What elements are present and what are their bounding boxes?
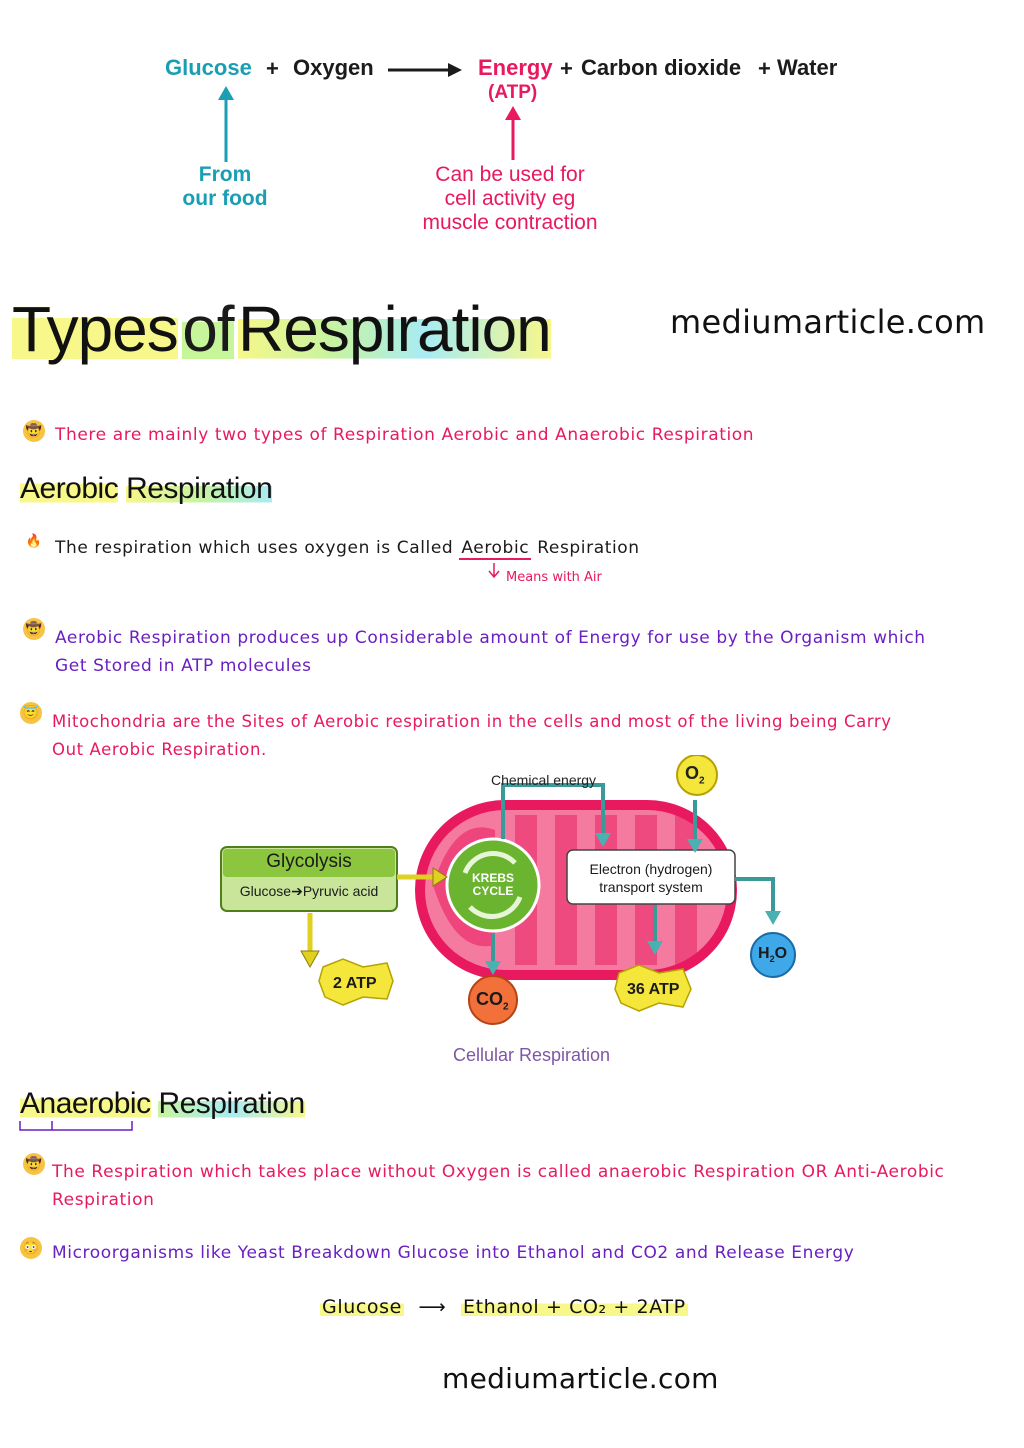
eq-oxygen: Oxygen <box>293 55 374 80</box>
anaerobic-definition-line-2: Respiration <box>52 1190 155 1210</box>
glucose-pyruvic-label: Glucose➔Pyruvic acid <box>223 883 395 900</box>
anaerobic-heading-word-1: Anaerobic <box>20 1087 151 1120</box>
cowboy-emoji-icon-3: 🤠 <box>23 1153 45 1175</box>
krebs-label-line-2: CYCLE <box>472 884 514 898</box>
water-label-h: H <box>758 945 770 962</box>
cowboy-emoji-icon: 🤠 <box>23 420 45 442</box>
aerobic-heading: Aerobic Respiration <box>20 472 273 506</box>
note-arrow-icon <box>488 563 500 579</box>
co2-label-sub: 2 <box>503 1001 509 1013</box>
energy-use-line-2: cell activity eg <box>444 187 576 210</box>
mitochondria-line-1: Mitochondria are the Sites of Aerobic re… <box>52 712 892 731</box>
co2-label-co: CO <box>476 989 503 1009</box>
water-label: H2O <box>758 945 787 964</box>
aerobic-definition: The respiration which uses oxygen is Cal… <box>55 538 640 560</box>
water-label-o: O <box>774 945 788 962</box>
krebs-cycle-label: KREBS CYCLE <box>457 872 529 898</box>
glycolysis-arrow-icon: ➔ <box>291 883 303 899</box>
oxygen-label: O2 <box>685 763 705 787</box>
aerobic-heading-word-1: Aerobic <box>20 472 119 505</box>
diagram-svg <box>220 754 796 1025</box>
energy-use-note: Can be used for cell activity eg muscle … <box>400 163 620 235</box>
aerobic-word-underlined: Aerobic <box>459 538 532 560</box>
etc-label-line-2: transport system <box>599 879 703 895</box>
fire-emoji-icon: 🔥 <box>23 530 45 552</box>
anaerobic-eq-products: Ethanol + CO₂ + 2ATP <box>461 1296 688 1318</box>
aerobic-note: Means with Air <box>506 570 602 585</box>
anaerobic-heading-word-2: Respiration <box>158 1087 305 1120</box>
etc-label: Electron (hydrogen) transport system <box>567 860 735 896</box>
thirty-six-atp-burst <box>614 964 692 1012</box>
energy-use-line-3: muscle contraction <box>422 211 598 234</box>
from-food-line-1: From <box>198 163 252 186</box>
eq-plus-3: + <box>758 56 771 81</box>
eq-atp-label: (ATP) <box>488 82 538 103</box>
anaerobic-definition: The Respiration which takes place withou… <box>52 1158 945 1214</box>
anaerobic-bracket-icon <box>19 1121 133 1131</box>
aerobic-energy-line-1: Aerobic Respiration produces up Consider… <box>55 628 926 648</box>
co2-circle <box>468 975 518 1025</box>
eq-plus-2: + <box>560 56 573 81</box>
eq-arrow-icon <box>388 63 462 77</box>
anaerobic-heading: Anaerobic Respiration <box>20 1087 305 1121</box>
title-word-of: of <box>182 293 235 365</box>
glycolysis-pyruvic: Pyruvic acid <box>302 883 379 899</box>
from-food-line-2: our food <box>182 187 268 210</box>
teal-up-arrow-icon <box>218 86 234 162</box>
glycolysis-glucose: Glucose <box>239 883 292 899</box>
water-label-sub: 2 <box>769 954 775 965</box>
anaerobic-equation: Glucose ⟶ Ethanol + CO₂ + 2ATP <box>320 1296 688 1318</box>
aerobic-energy-line-2: Get Stored in ATP molecules <box>55 656 312 676</box>
microorganisms-text: Microorganisms like Yeast Breakdown Gluc… <box>52 1243 855 1263</box>
cowboy-emoji-icon-2: 🤠 <box>23 618 45 640</box>
aerobic-heading-word-2: Respiration <box>126 472 273 505</box>
eq-plus-1: + <box>266 56 279 81</box>
mitochondria-line-2: Out Aerobic Respiration. <box>52 740 267 759</box>
aerobic-energy-text: Aerobic Respiration produces up Consider… <box>55 624 926 680</box>
watermark-top: mediumarticle.com <box>670 303 986 341</box>
intro-text: There are mainly two types of Respiratio… <box>55 425 755 445</box>
mitochondria-text: Mitochondria are the Sites of Aerobic re… <box>52 708 892 764</box>
title-word-respiration: Respiration <box>238 293 552 365</box>
magenta-up-arrow-icon <box>505 106 521 160</box>
two-atp-label: 2 ATP <box>333 975 377 992</box>
krebs-label-line-1: KREBS <box>471 871 514 885</box>
diagram-caption: Cellular Respiration <box>453 1045 611 1065</box>
aerobic-definition-pre: The respiration which uses oxygen is Cal… <box>55 538 454 558</box>
page-title: Types of Respiration <box>12 292 552 382</box>
glycolysis-label: Glycolysis <box>266 851 352 872</box>
from-food-note: From our food <box>165 163 285 211</box>
title-word-types: Types <box>12 293 179 365</box>
energy-use-line-1: Can be used for <box>435 163 585 186</box>
watermark-bottom: mediumarticle.com <box>442 1362 719 1395</box>
eq-carbon-dioxide: Carbon dioxide <box>581 55 742 80</box>
chemical-energy-label: Chemical energy <box>491 772 597 788</box>
anaerobic-eq-glucose: Glucose <box>320 1296 404 1318</box>
oxygen-label-o: O <box>685 763 700 783</box>
anaerobic-eq-arrow-icon: ⟶ <box>418 1296 447 1318</box>
angel-emoji-icon: 😇 <box>20 702 42 724</box>
cellular-respiration-diagram: Chemical energy O2 Glycolysis Glucose➔Py… <box>215 754 815 1075</box>
anaerobic-definition-line-1: The Respiration which takes place withou… <box>52 1162 945 1182</box>
thirty-six-atp-label: 36 ATP <box>627 981 680 998</box>
aerobic-definition-post: Respiration <box>537 538 640 558</box>
oxygen-circle <box>676 754 718 796</box>
two-atp-burst <box>318 958 394 1006</box>
etc-label-line-1: Electron (hydrogen) <box>589 861 713 877</box>
eq-glucose: Glucose <box>165 55 252 80</box>
water-circle <box>750 932 796 978</box>
oxygen-label-sub: 2 <box>699 775 705 787</box>
flushed-emoji-icon: 😳 <box>20 1237 42 1259</box>
co2-label: CO2 <box>476 989 509 1013</box>
eq-energy: Energy <box>478 55 553 80</box>
eq-water: Water <box>777 55 838 80</box>
